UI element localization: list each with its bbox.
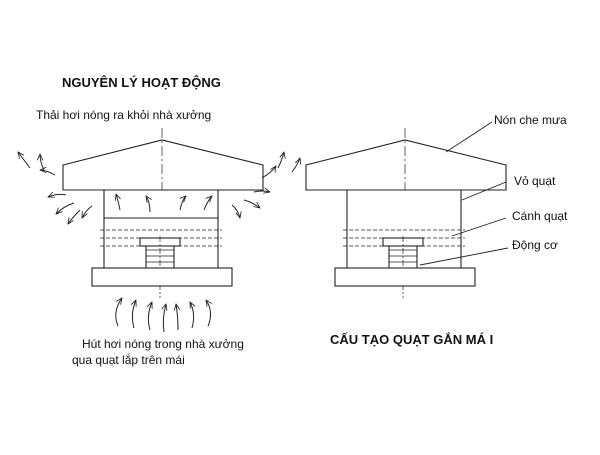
leader-motor [419, 247, 509, 266]
right-diagram-title: CẤU TẠO QUẠT GẮN MÁ I [330, 332, 494, 347]
left-exhaust-arrows [18, 152, 300, 224]
right-motor [382, 236, 424, 298]
left-intake-arrows [115, 298, 211, 333]
right-base-flange [334, 267, 476, 287]
label-blade: Cánh quạt [512, 209, 568, 223]
leader-housing [461, 181, 507, 201]
label-hood: Nón che mưa [494, 113, 567, 127]
right-rain-hood [305, 128, 507, 191]
left-base-flange [91, 267, 233, 287]
intake-note-line1: Hút hơi nóng trong nhà xưởng [82, 337, 244, 351]
right-fan [305, 128, 507, 298]
right-leader-lines [419, 121, 509, 266]
left-rain-hood [62, 128, 264, 191]
exhaust-note: Thải hơi nóng ra khỏi nhà xưởng [36, 108, 212, 122]
leader-hood [445, 121, 493, 153]
left-motor [139, 236, 181, 298]
leader-blade [451, 217, 507, 237]
left-diagram-title: NGUYÊN LÝ HOẠT ĐỘNG [62, 75, 221, 90]
intake-note-line2: qua quạt lắp trên mái [72, 353, 185, 367]
label-housing: Vỏ quạt [514, 174, 556, 188]
left-fan [62, 128, 264, 298]
label-motor: Động cơ [512, 238, 558, 252]
